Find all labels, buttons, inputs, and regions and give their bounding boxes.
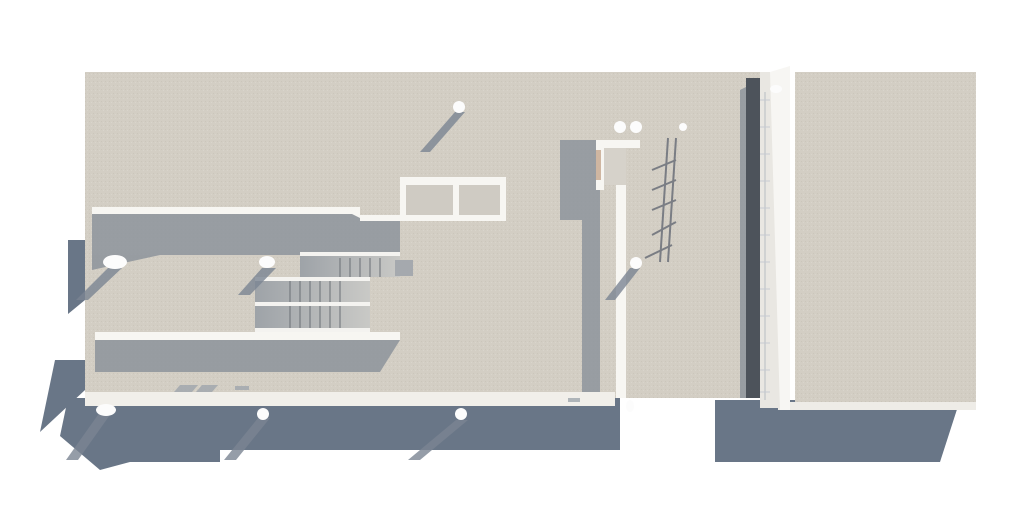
column-shadows	[66, 112, 640, 460]
right-floor-slab	[795, 72, 976, 408]
railing	[644, 137, 677, 263]
ground-shadow	[40, 240, 960, 470]
escalators	[255, 252, 413, 332]
columns	[96, 85, 782, 420]
ladder	[760, 99, 770, 393]
